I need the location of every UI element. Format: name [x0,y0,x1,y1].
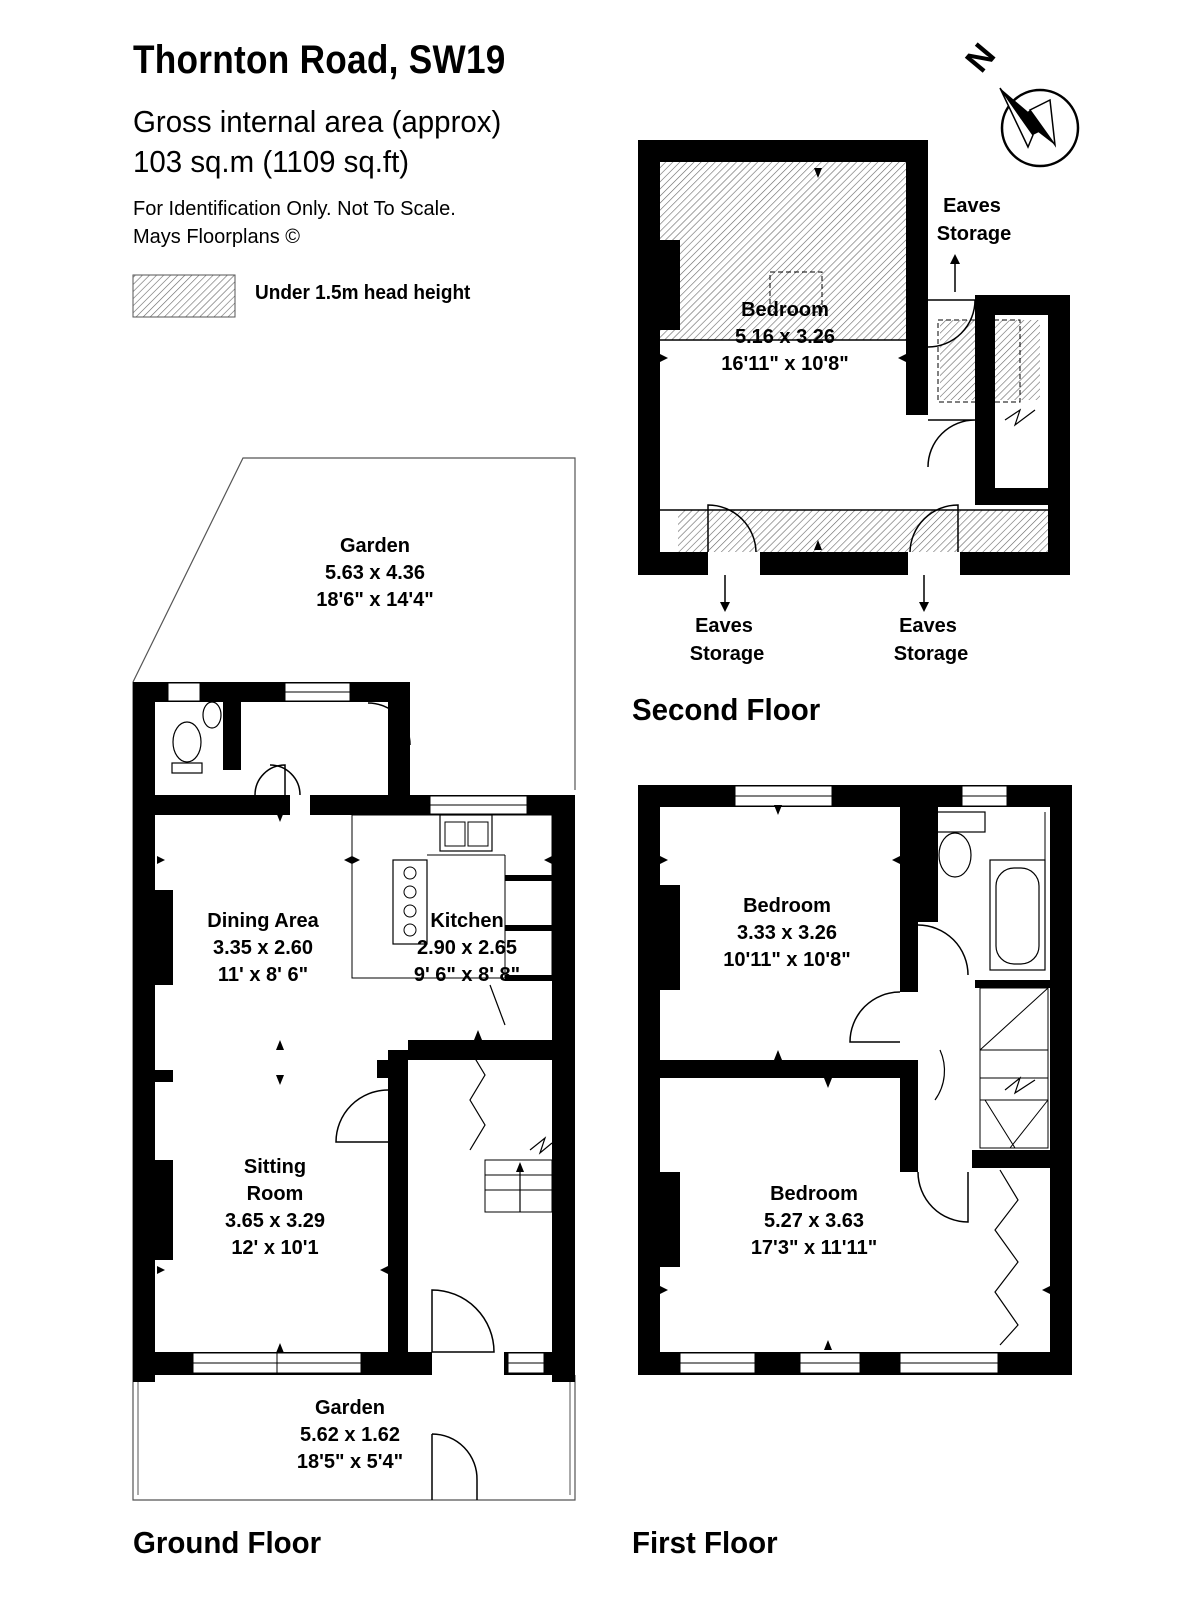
eaves-top-line1: Eaves [943,195,1001,217]
dining-imperial: 11' x 8' 6" [218,964,308,986]
kitchen-imperial: 9' 6" x 8' 8" [414,964,520,986]
garden-front-metric: 5.62 x 1.62 [300,1424,400,1446]
dining-metric: 3.35 x 2.60 [213,937,313,959]
second-floor-label: Second Floor [632,692,821,727]
bedroom-first-b-imperial: 17'3" x 11'11" [751,1237,877,1259]
copyright: Mays Floorplans © [133,226,301,248]
bedroom-first-a-metric: 3.33 x 3.26 [737,922,837,944]
dining-name: Dining Area [207,910,319,932]
garden-front-name: Garden [315,1397,385,1419]
sitting-imperial: 12' x 10'1 [231,1237,318,1259]
first-floor-plan [638,785,1072,1375]
ground-floor-plan [132,457,576,1501]
ground-floor-label: Ground Floor [133,1525,322,1560]
garden-rear-imperial: 18'6" x 14'4" [316,589,433,611]
eaves-left-line2: Storage [690,643,764,665]
bedroom-first-b-metric: 5.27 x 3.63 [764,1210,864,1232]
legend-swatch [132,274,236,318]
bedroom-first-b-name: Bedroom [770,1183,858,1205]
bedroom-second-metric: 5.16 x 3.26 [735,326,835,348]
eaves-right-line2: Storage [894,643,968,665]
area-value: 103 sq.m (1109 sq.ft) [133,144,410,179]
kitchen-metric: 2.90 x 2.65 [417,937,517,959]
kitchen-name: Kitchen [430,910,503,932]
garden-rear-metric: 5.63 x 4.36 [325,562,425,584]
eaves-top-line2: Storage [937,223,1011,245]
garden-rear-name: Garden [340,535,410,557]
sitting-name-line1: Sitting [244,1156,306,1178]
eaves-left-line1: Eaves [695,615,753,637]
compass-north-label: N [958,36,1003,79]
sitting-name-line2: Room [247,1183,304,1205]
bedroom-second-imperial: 16'11" x 10'8" [721,353,848,375]
page-title: Thornton Road, SW19 [133,38,506,82]
second-floor-plan [638,140,1070,612]
bedroom-first-a-name: Bedroom [743,895,831,917]
area-label: Gross internal area (approx) [133,104,502,139]
disclaimer: For Identification Only. Not To Scale. [133,198,456,220]
legend-label: Under 1.5m head height [255,282,471,304]
bedroom-first-a-imperial: 10'11" x 10'8" [723,949,850,971]
compass-icon: N [958,36,1080,168]
garden-front-imperial: 18'5" x 5'4" [297,1451,403,1473]
first-floor-label: First Floor [632,1525,778,1560]
sitting-metric: 3.65 x 3.29 [225,1210,325,1232]
bedroom-second-name: Bedroom [741,299,829,321]
eaves-right-line1: Eaves [899,615,957,637]
